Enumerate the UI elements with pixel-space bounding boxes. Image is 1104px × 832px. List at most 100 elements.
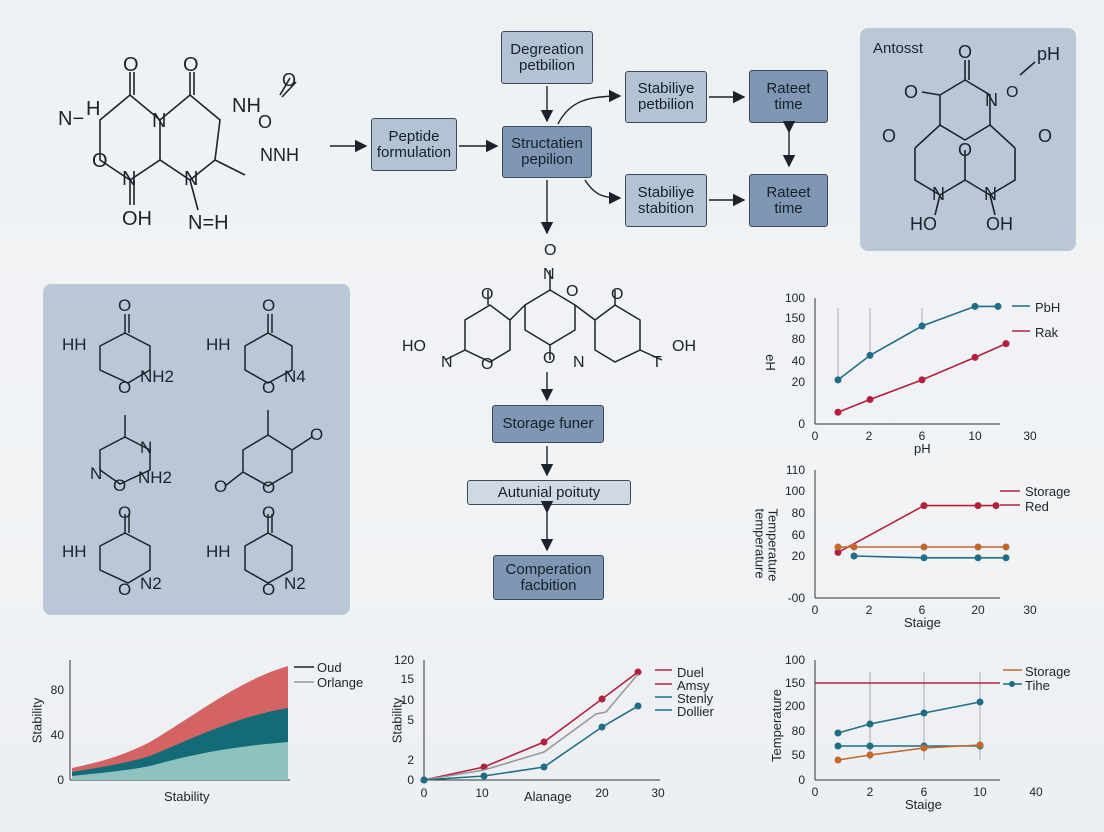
- chart-stab-legend-1: Duel: [677, 665, 704, 680]
- chem-label: O: [92, 150, 108, 172]
- chart-ph-xtick: 10: [968, 429, 982, 443]
- chart-stab-series-1-line: [423, 671, 639, 781]
- chem-label: O: [282, 70, 297, 90]
- chem-label: O: [258, 112, 273, 132]
- chem-label: NNH: [260, 145, 299, 165]
- chart-temp-series-2-point: [920, 543, 928, 551]
- chart-temp-series-3-point: [920, 554, 928, 562]
- chart-stab-xtick: 0: [421, 786, 428, 800]
- structuration-box[interactable]: Structatien pepilion: [502, 126, 592, 178]
- chem-label: N: [184, 168, 199, 190]
- chart-ph-ylabel: eH: [762, 354, 778, 371]
- chart-temp-xtick: 2: [866, 603, 873, 617]
- chem-label: O: [262, 503, 276, 522]
- chart-temp2-series-4-point: [920, 744, 928, 752]
- chart-area-legend-2: Orlange: [317, 675, 364, 690]
- chart-stab-xtick: 20: [595, 786, 609, 800]
- center-molecule: [444, 270, 663, 363]
- chart-temp2-ytick: 50: [792, 748, 806, 762]
- chem-label: N=H: [188, 212, 229, 234]
- chart-temp-legend-1: Storage: [1025, 484, 1071, 499]
- chem-label: HH: [62, 542, 87, 561]
- chart-temp-series-3-point: [1002, 554, 1010, 562]
- stabilize-bottom-box[interactable]: Stabiliye stabition: [625, 174, 707, 227]
- chart-temp-ytick: 110: [786, 463, 805, 477]
- chart-stab-series-3-point: [598, 723, 606, 731]
- chart-temp-series-1-line: [837, 504, 996, 554]
- antioxidant-molecule: [914, 60, 1036, 216]
- chart-area-ylabel: Stability: [29, 697, 45, 744]
- chem-label: OH: [672, 338, 696, 355]
- chart-stab-xtick: 30: [651, 786, 665, 800]
- chart-temp-legend-2: Red: [1025, 499, 1049, 514]
- chart-temp-series-2-point: [850, 543, 858, 551]
- chart-ph-xtick: 30: [1023, 429, 1037, 443]
- chart-temp-series-3-line: [853, 555, 1006, 559]
- chart-ph-series-1-point: [971, 302, 979, 310]
- chart-temp2-ylabel: Temperature: [768, 689, 784, 762]
- chart-temp-xlabel: Staige: [904, 615, 941, 630]
- chem-label: H: [86, 98, 101, 120]
- rate-top-box[interactable]: Rateet time: [749, 70, 828, 123]
- chart-temp-series-2-point: [834, 543, 842, 551]
- structure-rings: [99, 314, 313, 584]
- antioxidant-title: Antosst: [873, 40, 924, 57]
- chem-label: O: [262, 378, 276, 397]
- comparison-box[interactable]: Comperation facbition: [493, 555, 604, 600]
- chem-label: N: [90, 464, 103, 483]
- chem-label: N: [543, 266, 555, 283]
- chart-stab-legend-2: Amsy: [677, 678, 710, 693]
- chem-label: HO: [402, 338, 426, 355]
- chart-stab-xlabel: Alanage: [524, 789, 572, 804]
- chart-ph-series-2-point: [918, 376, 926, 384]
- chart-ph-xtick: 0: [812, 429, 819, 443]
- chem-label: N: [441, 354, 453, 371]
- chem-label: O: [566, 283, 579, 300]
- chem-label: O: [214, 477, 228, 496]
- ph-label: pH: [1037, 44, 1061, 64]
- chem-label: HH: [206, 335, 231, 354]
- chart-stab-series-1-point: [634, 668, 642, 676]
- chart-temp2-xtick: 0: [812, 785, 819, 799]
- chart-stab-ytick: 120: [394, 653, 414, 667]
- chem-label: O: [262, 478, 276, 497]
- chart-ph-ytick: 40: [792, 354, 806, 368]
- chem-label: O: [904, 82, 919, 102]
- chart-ph-ytick: 100: [785, 291, 805, 305]
- chem-label: NH2: [140, 367, 175, 386]
- chem-label: O: [262, 580, 276, 599]
- chart-area-legend-1: Oud: [317, 660, 342, 675]
- degradation-box[interactable]: Degreation petbilion: [501, 31, 593, 84]
- chem-label: N2: [140, 574, 162, 593]
- chart-ph-legend-2: Rak: [1035, 325, 1059, 340]
- chart-ph-ytick: 20: [792, 375, 806, 389]
- chart-stab-series-2-line: [423, 673, 639, 781]
- chart-ph-series-2-point: [834, 408, 842, 416]
- chart-ph-series-1-point: [834, 376, 842, 384]
- chart-stab-legend-3: Stenly: [677, 691, 714, 706]
- chart-ph-xlabel: pH: [914, 441, 931, 456]
- storage-box[interactable]: Storage funer: [492, 405, 604, 443]
- stabilize-top-box[interactable]: Stabiliye petbilion: [625, 71, 707, 123]
- chart-temp-ytick: 100: [785, 484, 805, 498]
- chart-temp-series-1-point: [974, 502, 982, 510]
- chem-label: NH: [232, 95, 261, 117]
- chart-temp-series-1-point: [992, 502, 1000, 510]
- chart-stab-ytick: 10: [401, 693, 415, 707]
- chart-temp-series-3-point: [850, 552, 858, 560]
- chart-temp-xtick: 30: [1023, 603, 1037, 617]
- chart-ph-ytick: 150: [785, 311, 805, 325]
- arrow-structuration-to-stabilize-bottom: [584, 179, 622, 205]
- peptide-formulation-box[interactable]: Peptide formulation: [371, 118, 457, 171]
- chart-temp2-ytick: 150: [785, 676, 805, 690]
- chem-label: O: [118, 296, 132, 315]
- chart-temp2-ytick: 0: [798, 773, 805, 787]
- chart-ph-ytick: 0: [798, 417, 805, 431]
- chem-label: O: [262, 296, 276, 315]
- chart-temp2-xtick: 2: [867, 785, 874, 799]
- chart-stab-ytick: 5: [407, 713, 414, 727]
- chart-stab-series-1-point: [540, 738, 548, 746]
- rate-bottom-box[interactable]: Rateet time: [749, 174, 828, 227]
